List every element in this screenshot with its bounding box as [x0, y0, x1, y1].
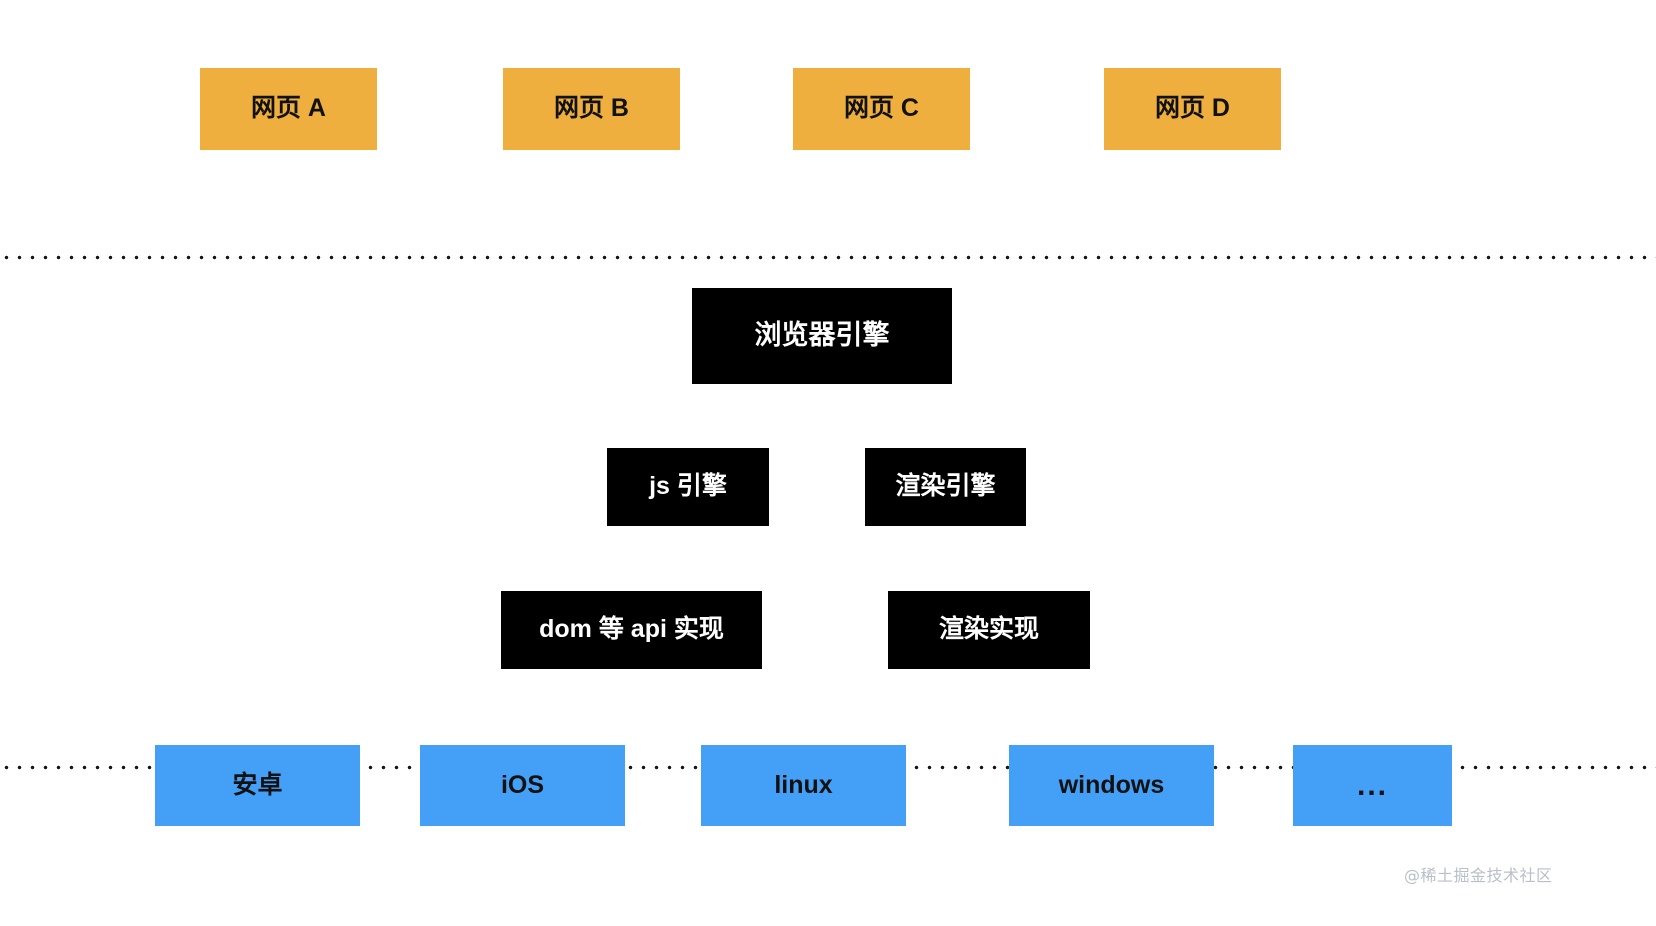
js-engine-box: js 引擎	[607, 448, 769, 526]
os-box-windows: windows	[1009, 745, 1214, 826]
render-impl-label: 渲染实现	[938, 615, 1039, 644]
render-engine-label: 渲染引擎	[895, 472, 996, 501]
web-page-label-a: 网页 A	[250, 94, 326, 123]
os-box-android: 安卓	[155, 745, 360, 826]
render-impl-box: 渲染实现	[888, 591, 1090, 669]
os-label-ios: iOS	[500, 770, 545, 799]
os-label-windows: windows	[1058, 770, 1165, 799]
browser-engine-label: 浏览器引擎	[754, 320, 890, 351]
dom-api-impl-label: dom 等 api 实现	[539, 615, 724, 644]
os-label-more: ...	[1356, 769, 1388, 802]
web-page-box-a: 网页 A	[200, 68, 377, 150]
web-page-box-d: 网页 D	[1104, 68, 1281, 150]
browser-engine-box: 浏览器引擎	[692, 288, 952, 384]
os-label-android: 安卓	[232, 770, 283, 799]
os-box-linux: linux	[701, 745, 906, 826]
web-page-box-c: 网页 C	[793, 68, 970, 150]
web-page-box-b: 网页 B	[503, 68, 680, 150]
os-box-more: ...	[1293, 745, 1452, 826]
os-label-linux: linux	[774, 770, 833, 799]
web-page-label-b: 网页 B	[553, 94, 629, 123]
web-page-label-c: 网页 C	[843, 94, 919, 123]
divider-web-to-engine	[0, 255, 1656, 260]
web-page-label-d: 网页 D	[1154, 94, 1230, 123]
watermark: @稀土掘金技术社区	[1404, 866, 1553, 885]
os-box-ios: iOS	[420, 745, 625, 826]
dom-api-impl-box: dom 等 api 实现	[501, 591, 762, 669]
js-engine-label: js 引擎	[649, 472, 727, 501]
render-engine-box: 渲染引擎	[865, 448, 1026, 526]
